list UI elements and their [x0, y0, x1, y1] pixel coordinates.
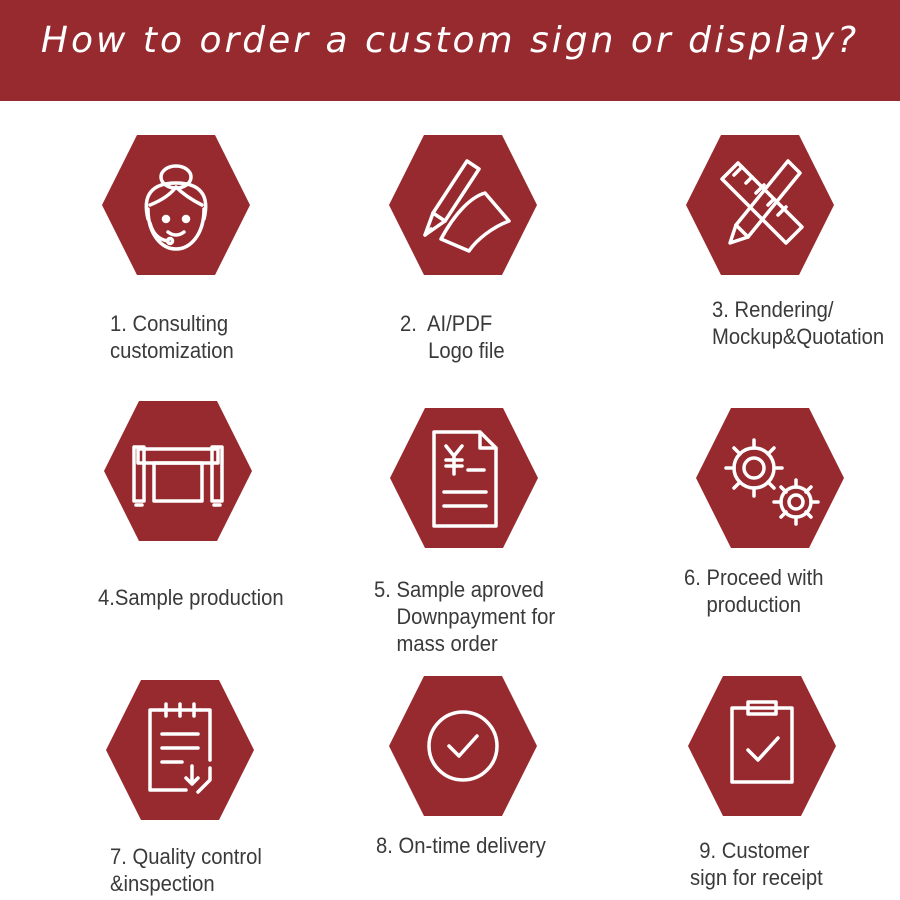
step-5-label: 5. Sample aproved Downpayment for mass o… — [374, 577, 556, 656]
customer-service-icon — [98, 127, 254, 283]
invoice-document-icon — [386, 400, 542, 556]
page-title: How to order a custom sign or display? — [40, 20, 860, 61]
checklist-icon — [102, 672, 258, 828]
printer-icon — [100, 393, 256, 549]
header-banner: How to order a custom sign or display? — [0, 0, 900, 101]
step-4-label: 4.Sample production — [98, 585, 284, 610]
check-circle-icon — [385, 668, 541, 824]
pencil-ruler-icon — [682, 127, 838, 283]
step-6-label: 6. Proceed with production — [684, 565, 824, 617]
step-2-label: 2. AI/PDF Logo file — [400, 311, 505, 363]
pen-drawing-icon — [385, 127, 541, 283]
step-7-label: 7. Quality control&inspection — [110, 844, 262, 896]
step-8-label: 8. On-time delivery — [376, 833, 546, 858]
clipboard-check-icon — [684, 668, 840, 824]
gears-icon — [692, 400, 848, 556]
step-3-label: 3. Rendering/Mockup&Quotation — [712, 297, 885, 349]
